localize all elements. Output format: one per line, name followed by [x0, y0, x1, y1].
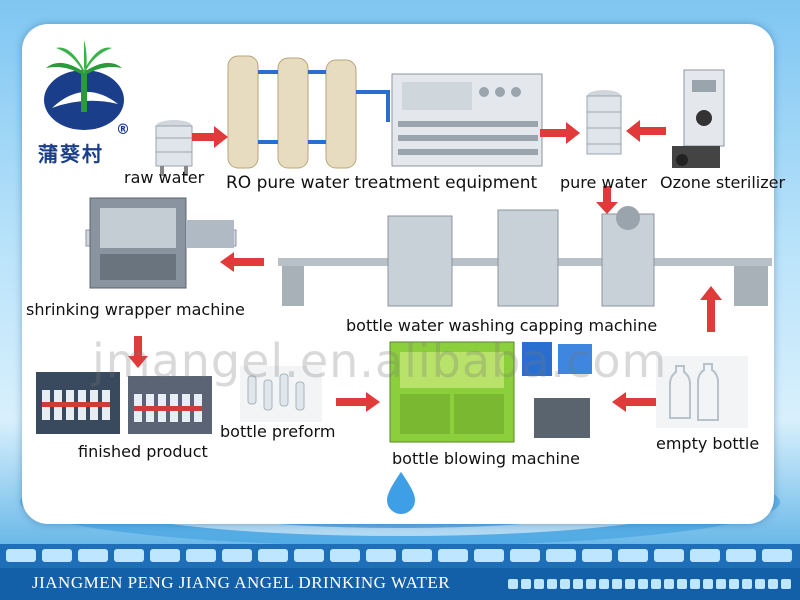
shrinking-wrapper-machine-icon [85, 197, 237, 289]
strip-cell [690, 549, 720, 562]
strip-cell [42, 549, 72, 562]
bottle-preform-photo [240, 366, 322, 422]
label-ozone-sterilizer: Ozone sterilizer [660, 173, 786, 192]
arrow-left-icon [220, 252, 264, 272]
watermark-text: jmangel.en.alibaba.com [92, 334, 668, 388]
raw-water-tank-icon [155, 120, 193, 176]
strip-cell [114, 549, 144, 562]
finished-product-photo [36, 372, 212, 434]
label-finished-product: finished product [78, 442, 208, 461]
arrow-left-icon [626, 120, 666, 142]
footer-strip-cell [638, 579, 648, 589]
washing-capping-machine-icon [278, 206, 772, 307]
strip-cell [582, 549, 612, 562]
registered-mark: ® [116, 122, 130, 138]
strip-cell [510, 549, 540, 562]
footer-strip-cell [781, 579, 791, 589]
strip-cell [546, 549, 576, 562]
arrow-up-icon [700, 286, 722, 332]
footer-strip-cell [677, 579, 687, 589]
strip-cell [762, 549, 792, 562]
water-drop-icon [384, 468, 418, 516]
strip-cell [402, 549, 432, 562]
label-shrinking-wrapper: shrinking wrapper machine [26, 300, 245, 319]
label-washing-capping: bottle water washing capping machine [346, 316, 658, 335]
footer-company-name: JIANGMEN PENG JIANG ANGEL DRINKING WATER [32, 573, 451, 592]
strip-cell [726, 549, 756, 562]
footer-strip-cell [508, 579, 518, 589]
arrow-down-icon [596, 186, 618, 214]
strip-cell [654, 549, 684, 562]
label-bottle-blowing: bottle blowing machine [392, 449, 580, 468]
strip-cell [294, 549, 324, 562]
footer-strip-cell [586, 579, 596, 589]
ozone-sterilizer-icon [672, 69, 725, 168]
strip-cell [150, 549, 180, 562]
strip-cell [618, 549, 648, 562]
bottle-blowing-machine-icon [389, 341, 592, 443]
arrow-left-icon [612, 392, 656, 412]
label-ro-treatment: RO pure water treatment equipment [226, 173, 538, 193]
arrow-right-icon [192, 126, 228, 148]
label-empty-bottle: empty bottle [656, 434, 760, 453]
footer-strip-cell [534, 579, 544, 589]
strip-cell [222, 549, 252, 562]
footer-strip-cell [599, 579, 609, 589]
footer-strip-cell [612, 579, 622, 589]
footer-strip-cell [703, 579, 713, 589]
arrow-right-icon [336, 392, 380, 412]
strip-cell [474, 549, 504, 562]
footer-strip-cell [729, 579, 739, 589]
strip-cell [186, 549, 216, 562]
arrow-down-icon [128, 336, 148, 368]
ro-treatment-equipment-icon [227, 55, 543, 169]
strip-cell [438, 549, 468, 562]
palm-tree-logo-icon [44, 40, 124, 130]
brand-logo-text: 蒲葵村 [38, 142, 104, 166]
label-raw-water: raw water [124, 168, 205, 187]
footer-strip-cell [755, 579, 765, 589]
footer-strip-cell [573, 579, 583, 589]
empty-bottle-photo [656, 356, 748, 428]
footer-strip-cell [716, 579, 726, 589]
footer-strip-cell [742, 579, 752, 589]
footer-strip-cell [547, 579, 557, 589]
strip-cell [366, 549, 396, 562]
footer-strip-cell [625, 579, 635, 589]
arrow-right-icon [540, 122, 580, 144]
strip-cell [78, 549, 108, 562]
footer-strip-cell [560, 579, 570, 589]
strip-cell [258, 549, 288, 562]
footer-strip-cell [521, 579, 531, 589]
label-pure-water: pure water [560, 173, 648, 192]
footer-strip-cell [664, 579, 674, 589]
footer-strip-cell [651, 579, 661, 589]
footer-strip-cell [768, 579, 778, 589]
strip-cell [330, 549, 360, 562]
strip-cell [6, 549, 36, 562]
label-bottle-preform: bottle preform [220, 422, 336, 441]
footer-strip-cell [690, 579, 700, 589]
pure-water-tank-icon [586, 90, 622, 155]
